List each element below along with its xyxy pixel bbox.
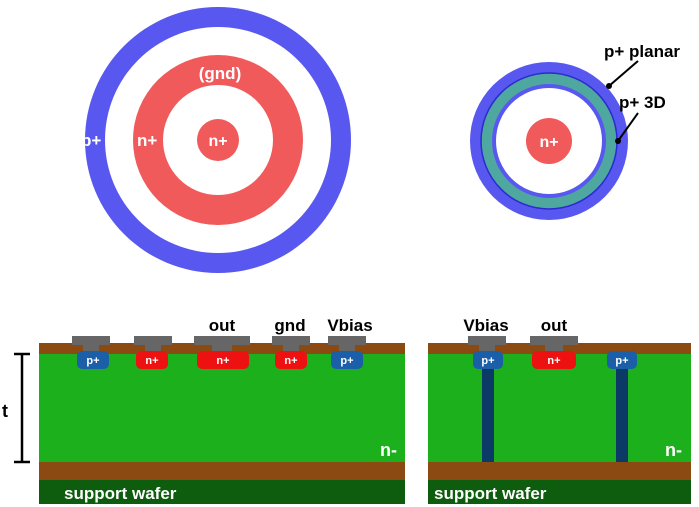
contact-vbias-stem bbox=[339, 345, 355, 351]
bulk-right bbox=[428, 354, 691, 462]
bottom-oxide-left bbox=[39, 462, 405, 480]
implant-p1-label: p+ bbox=[86, 355, 99, 367]
contact-2-cap bbox=[134, 336, 172, 345]
implant-n4 bbox=[532, 351, 576, 369]
pointer-p-3d-dot bbox=[615, 138, 621, 144]
label-p-planar: p+ planar bbox=[604, 42, 680, 61]
contact-vbias-right-cap bbox=[468, 336, 506, 345]
3d-ring-top-view: n+ p+ planar p+ 3D bbox=[470, 42, 680, 220]
contact-out-right-label: out bbox=[541, 316, 568, 335]
n-plus-center-dot bbox=[197, 119, 239, 161]
implant-p1 bbox=[77, 351, 109, 369]
bulk-left bbox=[39, 354, 405, 462]
pointer-p-planar bbox=[608, 60, 639, 87]
label-ring-n: n+ bbox=[137, 131, 157, 150]
implant-n3-label: n+ bbox=[284, 355, 297, 367]
column-3d-right bbox=[616, 364, 628, 462]
contact-vbias-right-label: Vbias bbox=[463, 316, 508, 335]
3d-cross-section: p+ n+ p+ Vbias out n- support wafer bbox=[428, 316, 691, 504]
support-wafer-right bbox=[428, 480, 691, 504]
thickness-label: t bbox=[2, 401, 8, 421]
implant-n1 bbox=[136, 351, 168, 369]
contact-2-stem bbox=[145, 345, 161, 351]
contact-vbias-cap bbox=[328, 336, 366, 345]
column-3d-left bbox=[482, 364, 494, 462]
contact-gnd-stem bbox=[283, 345, 299, 351]
planar-cross-section: p+ n+ n+ n+ p+ out gnd Vbias n- support … bbox=[2, 316, 405, 504]
implant-p2-label: p+ bbox=[340, 355, 353, 367]
contact-1-cap bbox=[72, 336, 110, 345]
contact-out-right-cap bbox=[530, 336, 578, 345]
support-left-label: support wafer bbox=[64, 484, 177, 503]
implant-p2 bbox=[331, 351, 363, 369]
pointer-p-planar-dot bbox=[606, 83, 612, 89]
support-wafer-left bbox=[39, 480, 405, 504]
implant-p3 bbox=[473, 351, 503, 369]
implant-n4-label: n+ bbox=[547, 355, 560, 367]
contact-out-cap bbox=[194, 336, 250, 345]
contact-out-left-label: out bbox=[209, 316, 236, 335]
label-center-n: n+ bbox=[208, 133, 227, 150]
implant-p4-label: p+ bbox=[615, 355, 628, 367]
implant-n2 bbox=[197, 351, 249, 369]
planar-ring-top-view: p+ n+ (gnd) n+ bbox=[81, 7, 351, 273]
contact-gnd-cap bbox=[272, 336, 310, 345]
label-ring-gnd: (gnd) bbox=[199, 64, 241, 83]
pointer-p-3d bbox=[617, 112, 639, 142]
contact-out-stem bbox=[212, 345, 232, 351]
implant-p4 bbox=[607, 351, 637, 369]
bulk-right-label: n- bbox=[665, 440, 682, 460]
contact-gnd-label: gnd bbox=[274, 316, 305, 335]
label-p-3d: p+ 3D bbox=[619, 93, 666, 112]
n-plus-center-dot-right bbox=[526, 118, 572, 164]
label-right-center-n: n+ bbox=[539, 134, 558, 151]
support-right-label: support wafer bbox=[434, 484, 547, 503]
contact-vbias-left-label: Vbias bbox=[327, 316, 372, 335]
implant-n2-label: n+ bbox=[216, 355, 229, 367]
contact-vbias-right-stem bbox=[479, 345, 495, 351]
contact-out-right-stem bbox=[545, 345, 563, 351]
bottom-oxide-right bbox=[428, 462, 691, 480]
label-ring-p: p+ bbox=[81, 131, 101, 150]
implant-n3 bbox=[275, 351, 307, 369]
bulk-left-label: n- bbox=[380, 440, 397, 460]
implant-p3-label: p+ bbox=[481, 355, 494, 367]
contact-1-stem bbox=[83, 345, 99, 351]
implant-n1-label: n+ bbox=[145, 355, 158, 367]
